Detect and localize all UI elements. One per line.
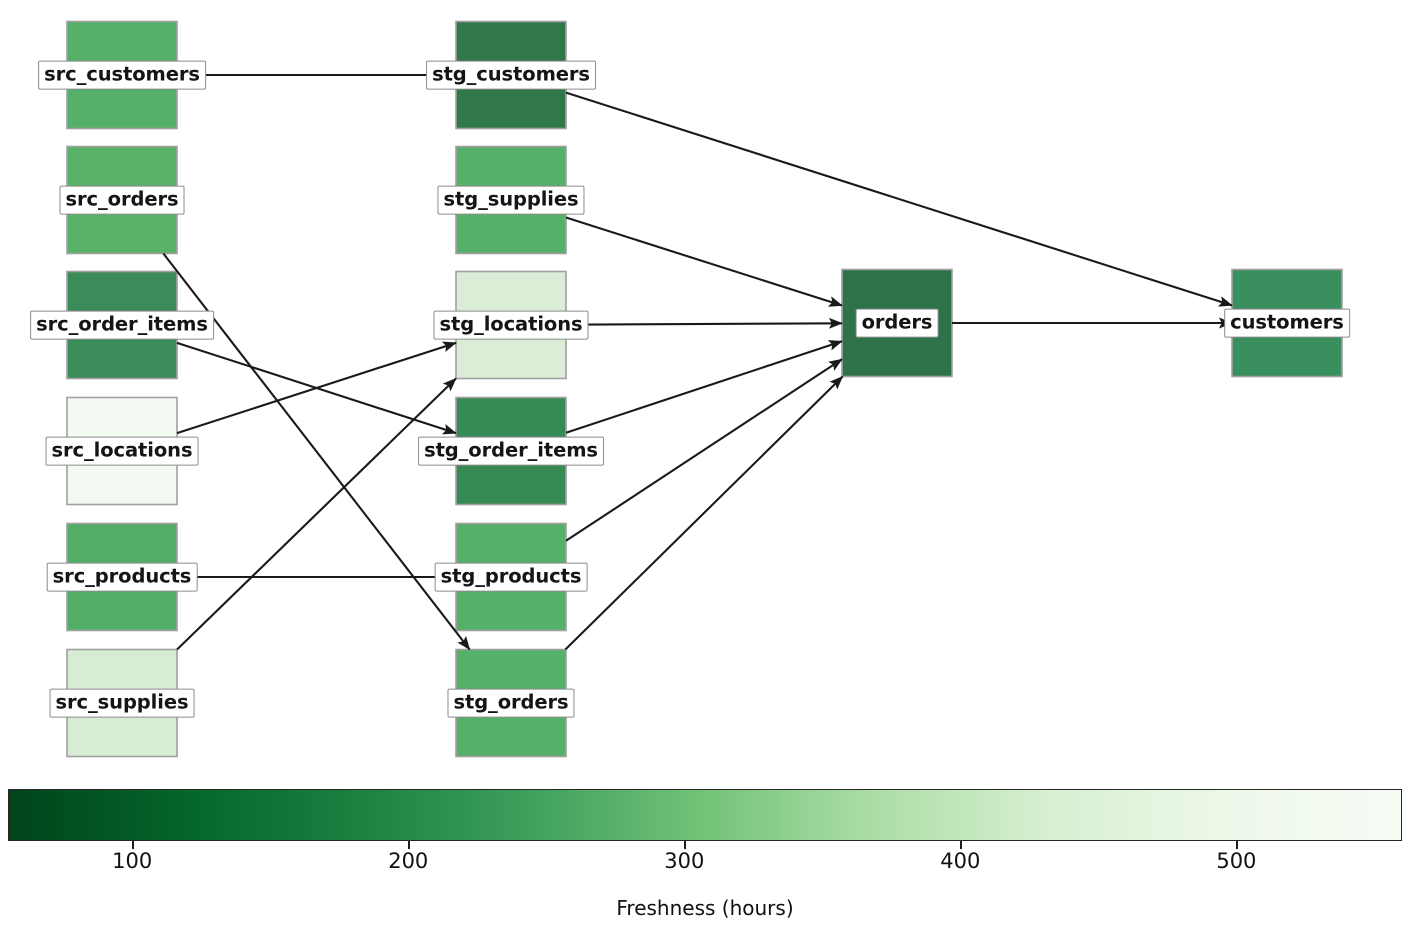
colorbar — [8, 789, 1402, 841]
node-label-customers[interactable]: customers — [1224, 308, 1350, 338]
node-label-src_orders[interactable]: src_orders — [59, 185, 185, 215]
node-rect-group — [66, 20, 1343, 758]
node-label-stg_products[interactable]: stg_products — [434, 562, 588, 592]
node-label-src_locations[interactable]: src_locations — [45, 436, 199, 466]
colorbar-axis-label: Freshness (hours) — [616, 896, 794, 920]
colorbar-tick-label: 300 — [664, 849, 705, 873]
edge-src_supplies-to-stg_locations — [176, 377, 457, 651]
edge-stg_orders-to-orders — [564, 375, 844, 651]
colorbar-tick — [684, 841, 686, 849]
colorbar-tick — [132, 841, 134, 849]
edge-stg_customers-to-customers — [565, 91, 1233, 307]
node-label-stg_locations[interactable]: stg_locations — [433, 310, 589, 340]
edge-src_locations-to-stg_locations — [176, 341, 457, 435]
colorbar-tick-label: 100 — [112, 849, 153, 873]
node-label-stg_supplies[interactable]: stg_supplies — [437, 185, 585, 215]
node-label-stg_order_items[interactable]: stg_order_items — [418, 436, 604, 466]
colorbar-tick — [408, 841, 410, 849]
colorbar-tick-label: 200 — [388, 849, 429, 873]
edge-stg_order_items-to-orders — [565, 340, 843, 434]
node-label-stg_orders[interactable]: stg_orders — [447, 688, 575, 718]
colorbar-tick-label: 400 — [940, 849, 981, 873]
node-label-src_customers[interactable]: src_customers — [38, 60, 206, 90]
colorbar-tick-label: 500 — [1216, 849, 1257, 873]
node-label-src_products[interactable]: src_products — [46, 562, 198, 592]
node-label-src_supplies[interactable]: src_supplies — [49, 688, 195, 718]
colorbar-tick — [960, 841, 962, 849]
colorbar-gradient — [8, 789, 1402, 841]
edge-group — [162, 73, 1233, 651]
edge-stg_locations-to-orders — [565, 317, 843, 329]
edge-src_orders-to-stg_orders — [162, 252, 471, 651]
edge-stg_products-to-orders — [565, 358, 843, 542]
colorbar-tick — [1236, 841, 1238, 849]
edge-stg_supplies-to-orders — [565, 216, 843, 307]
node-label-stg_customers[interactable]: stg_customers — [426, 60, 596, 90]
node-label-orders[interactable]: orders — [855, 308, 939, 338]
node-label-src_order_items[interactable]: src_order_items — [30, 310, 214, 340]
